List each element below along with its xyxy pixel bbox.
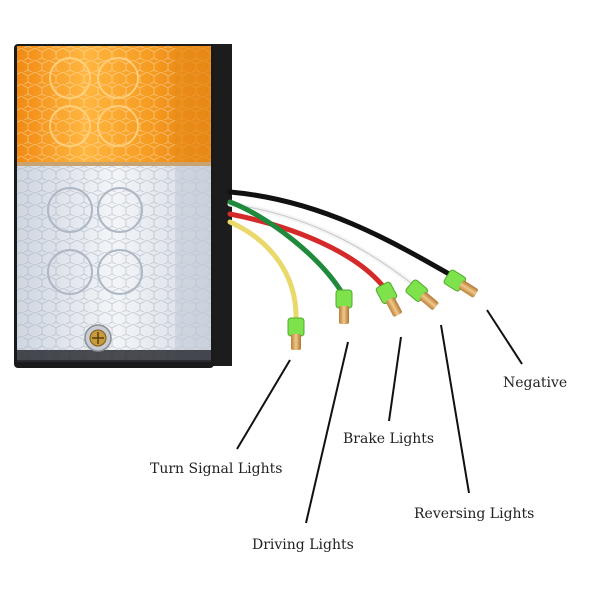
connector-green xyxy=(335,289,353,324)
leader-lines xyxy=(236,309,523,524)
leader-negative xyxy=(486,309,523,365)
connector-white xyxy=(405,279,439,310)
wire-bundle xyxy=(227,189,459,325)
label-brake-lights: Brake Lights xyxy=(343,431,435,447)
leader-reversing xyxy=(440,324,470,494)
lens-divider xyxy=(17,162,211,166)
label-negative: Negative xyxy=(503,375,568,391)
leader-turn xyxy=(236,359,291,450)
connector-yellow xyxy=(287,317,305,350)
wire-green xyxy=(227,199,347,299)
amber-lens-side xyxy=(175,46,211,164)
clear-lens-side xyxy=(175,166,211,360)
connector-black xyxy=(443,269,478,298)
amber-led-cells xyxy=(49,57,139,147)
leader-driving xyxy=(305,341,349,524)
label-turn-signal-lights: Turn Signal Lights xyxy=(150,461,283,477)
clear-led-cells xyxy=(47,187,143,295)
wire-black xyxy=(227,189,459,281)
leader-brake xyxy=(388,336,402,422)
connector-red xyxy=(375,281,402,317)
wire-red xyxy=(227,211,389,293)
lens-bottom-edge xyxy=(17,350,211,362)
label-driving-lights: Driving Lights xyxy=(252,537,354,553)
wire-white-edge xyxy=(229,203,421,291)
wire-yellow xyxy=(227,219,299,325)
tail-light-lamp xyxy=(14,44,232,368)
label-reversing-lights: Reversing Lights xyxy=(414,506,535,522)
screw-icon xyxy=(84,324,112,352)
